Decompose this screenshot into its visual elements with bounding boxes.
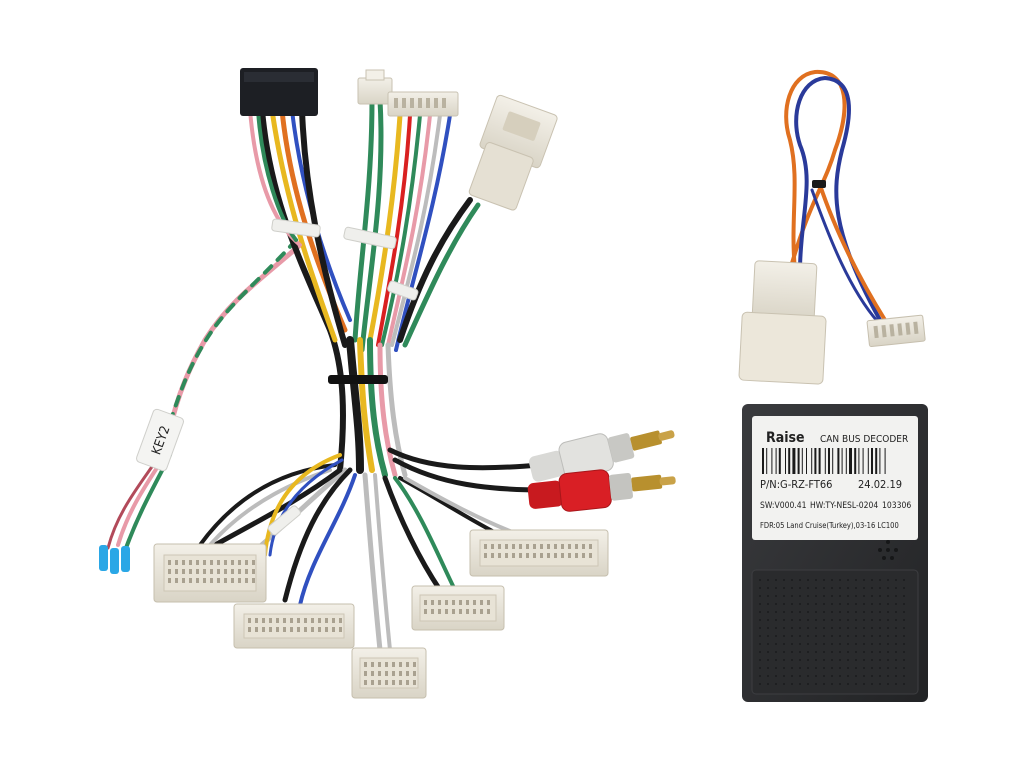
main-wire-bundle	[198, 97, 548, 653]
cable-plug-beige	[738, 260, 827, 385]
beige-power-plug	[468, 94, 558, 211]
black-iso-connector	[240, 68, 318, 116]
black-tie	[328, 375, 388, 384]
small-white-connectors	[357, 69, 459, 117]
decoder-brand: Raise	[766, 430, 805, 446]
can-bus-cable	[738, 69, 926, 385]
cable-ties	[267, 218, 419, 536]
decoder-vent-holes	[878, 540, 898, 560]
decoder-product-name: CAN BUS DECODER	[820, 434, 908, 445]
decoder-fdr: FDR:05 Land Cruise(Turkey),03-16 LC100	[760, 521, 899, 530]
connector-pin-dots	[168, 544, 592, 685]
decoder-barcode	[762, 448, 886, 474]
decoder-date: 24.02.19	[858, 478, 902, 491]
wiring-harness: KEY2	[99, 68, 676, 699]
connector-right-wide	[469, 529, 609, 577]
blue-pin-terminals	[99, 545, 130, 574]
rca-red-plug	[527, 469, 676, 512]
key2-tag: KEY2	[136, 408, 184, 472]
decoder-label: Raise CAN BUS DECODER P/N:G-RZ-FT66 24.0…	[752, 416, 918, 540]
decoder-grip-dots	[759, 579, 905, 685]
rca-white-plug	[528, 430, 675, 482]
twisted-pair-wires	[106, 238, 303, 550]
decoder-part-number: P/N:G-RZ-FT66	[760, 478, 832, 491]
decoder-sw-version: SW:V000.41	[760, 501, 807, 511]
can-bus-decoder-box: Raise CAN BUS DECODER P/N:G-RZ-FT66 24.0…	[742, 404, 928, 702]
cable-tie-black	[812, 180, 826, 188]
cable-plug-small-white	[866, 314, 926, 348]
connector-right-middle	[411, 585, 505, 631]
connector-left-bottom	[233, 603, 355, 649]
decoder-hw-version: HW:TY-NESL-0204	[810, 501, 878, 511]
decoder-serial: 103306	[882, 501, 911, 511]
